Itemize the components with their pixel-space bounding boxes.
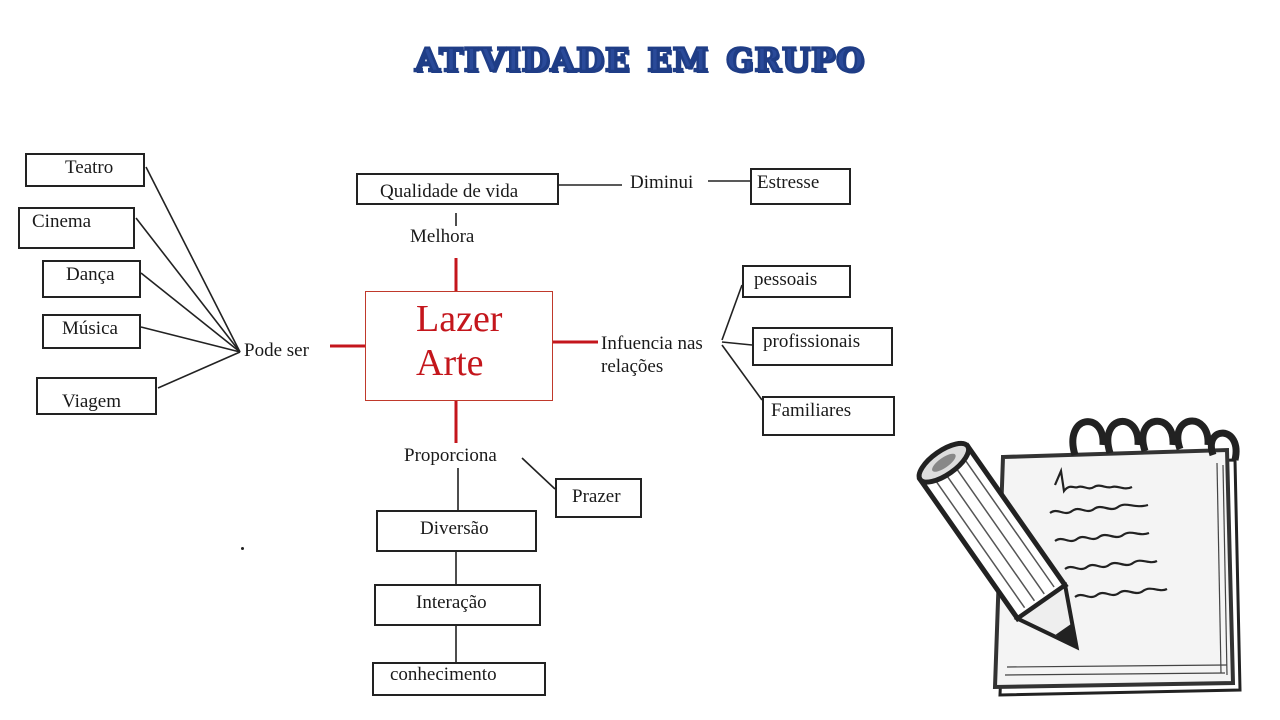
line-teatro: [145, 166, 241, 353]
box-pessoais: pessoais: [742, 265, 851, 298]
box-prazer: Prazer: [555, 478, 642, 518]
box-conhecimento: conhecimento: [372, 662, 546, 696]
central-label-arte: Arte: [416, 342, 484, 384]
line-profissionais: [721, 341, 753, 346]
label-proporciona: Proporciona: [404, 445, 497, 466]
line-danca: [140, 272, 241, 353]
box-danca: Dança: [42, 260, 141, 298]
line-cinema: [135, 217, 241, 353]
label-diminui: Diminui: [630, 172, 694, 193]
box-diversao: Diversão: [376, 510, 537, 552]
box-interacao: Interação: [374, 584, 541, 626]
line-familiares: [721, 344, 763, 401]
box-profissionais: profissionais: [752, 327, 893, 366]
slide-title: Atividade em grupo: [414, 27, 865, 84]
label-influencia-line1: Infuencia nas: [601, 333, 703, 354]
notepad-pencil-icon: [916, 417, 1242, 697]
line-pessoais: [721, 284, 743, 341]
box-estresse: Estresse: [750, 168, 851, 205]
central-node: Lazer Arte: [365, 291, 553, 401]
box-teatro: Teatro: [25, 153, 145, 187]
line-viagem: [157, 351, 241, 389]
central-label-lazer: Lazer: [416, 298, 503, 340]
box-cinema: Cinema: [18, 207, 135, 249]
box-familiares: Familiares: [762, 396, 895, 436]
line-prazer: [521, 457, 556, 490]
label-pode-ser: Pode ser: [244, 340, 309, 361]
label-melhora: Melhora: [410, 226, 475, 247]
box-musica: Música: [42, 314, 141, 349]
box-qualidade-de-vida: Qualidade de vida: [356, 173, 559, 205]
stray-dot: [241, 547, 244, 550]
line-musica: [140, 326, 241, 353]
box-viagem: Viagem: [36, 377, 157, 415]
label-influencia-line2: relações: [601, 356, 664, 377]
